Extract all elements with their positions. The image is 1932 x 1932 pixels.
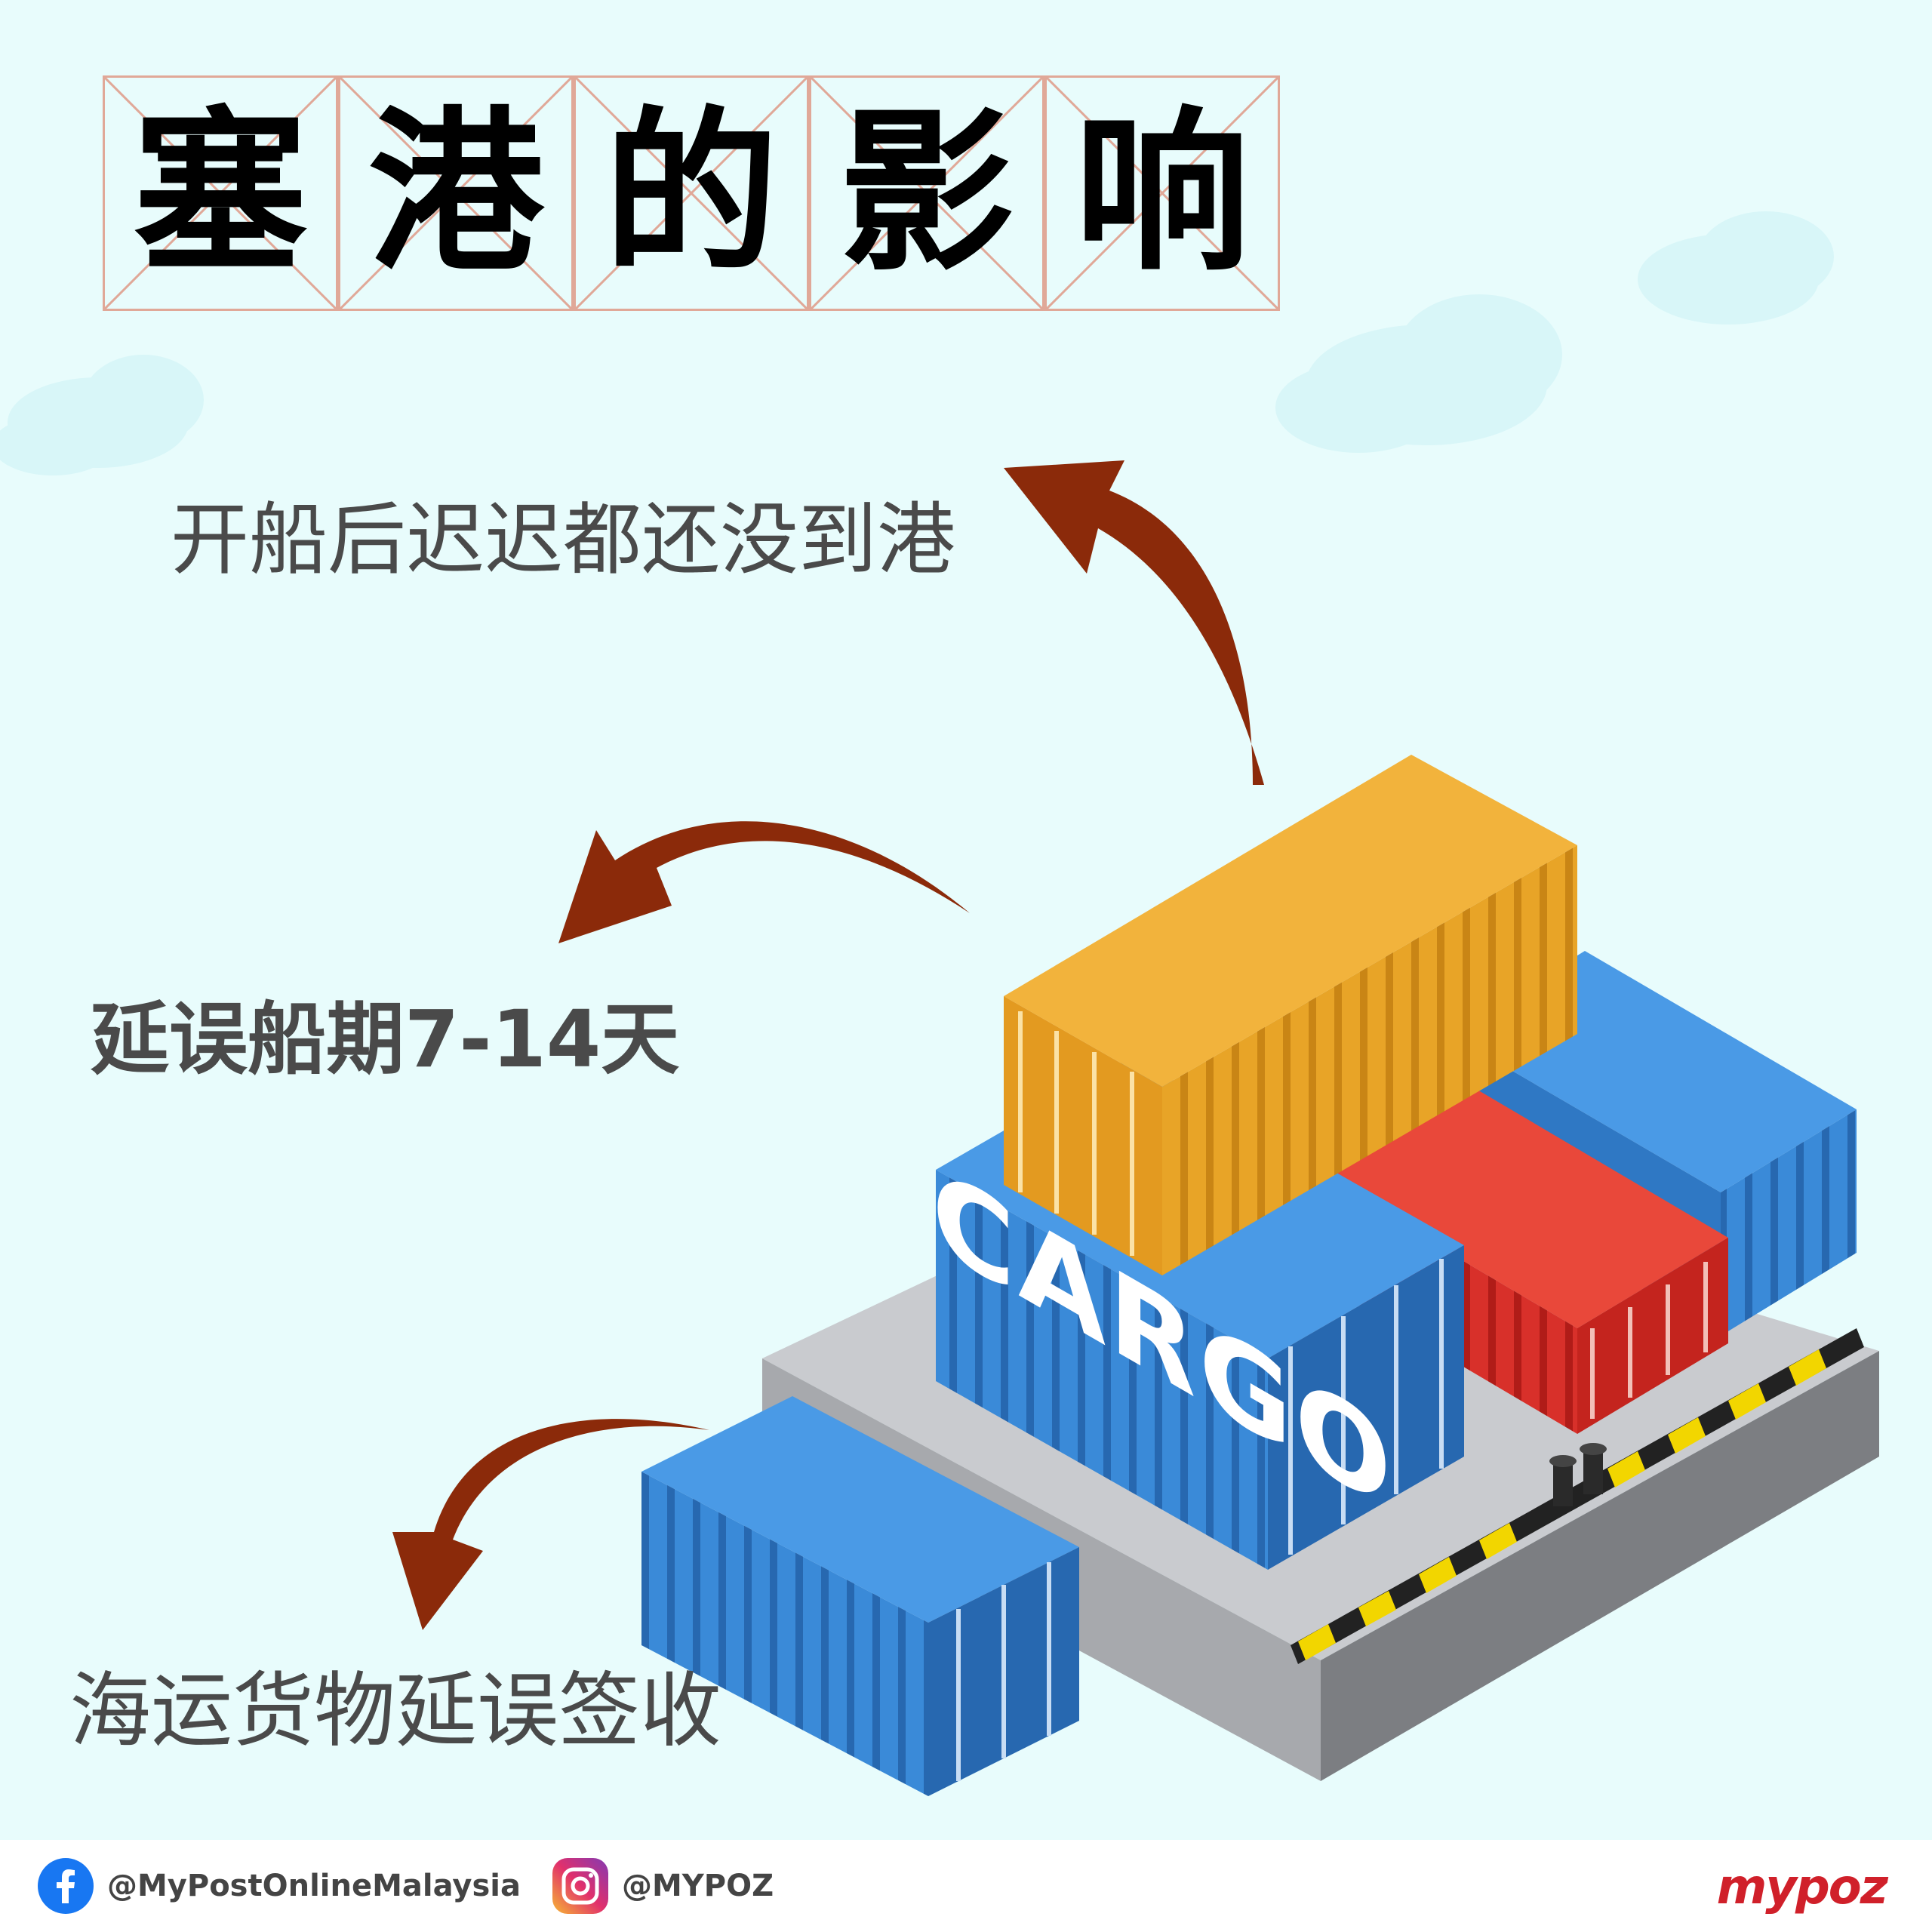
- title-char: 塞: [132, 91, 308, 295]
- instagram-icon: [552, 1858, 608, 1914]
- title-grid: 塞 港 的 影: [103, 75, 1280, 311]
- grid-lines: [809, 75, 1044, 311]
- brand-logo: mypoz: [1716, 1860, 1888, 1915]
- container-yellow: [1004, 755, 1577, 1275]
- grid-lines: [103, 75, 338, 311]
- impact-caption: 海运货物延误签收: [69, 1664, 722, 1758]
- impact-caption: 延误船期7-14天: [91, 993, 680, 1085]
- facebook-link[interactable]: @MyPostOnlineMalaysia: [38, 1840, 521, 1932]
- curved-arrow-icon: [392, 1419, 709, 1630]
- grid-lines: [574, 75, 809, 311]
- facebook-icon: [38, 1858, 94, 1914]
- grid-lines: [1044, 75, 1280, 311]
- cloud-icon: [1275, 294, 1562, 453]
- instagram-handle: @MYPOZ: [622, 1869, 774, 1903]
- grid-lines: [338, 75, 574, 311]
- facebook-handle: @MyPostOnlineMalaysia: [107, 1869, 521, 1903]
- curved-arrow-icon: [1004, 460, 1264, 785]
- title-char: 港: [368, 91, 543, 295]
- title-char: 响: [1074, 91, 1250, 295]
- title-cell: 的: [574, 75, 809, 311]
- title-char: 的: [603, 91, 779, 295]
- footer: @MyPostOnlineMalaysia @MYPOZ mypoz: [0, 1840, 1932, 1932]
- title-cell: 塞: [103, 75, 338, 311]
- title-cell: 港: [338, 75, 574, 311]
- impact-caption: 开船后迟迟都还没到港: [171, 494, 956, 586]
- cloud-icon: [1638, 211, 1834, 325]
- title-cell: 响: [1044, 75, 1280, 311]
- title-cell: 影: [809, 75, 1044, 311]
- instagram-link[interactable]: @MYPOZ: [552, 1840, 774, 1932]
- cloud-icon: [0, 355, 204, 475]
- curved-arrow-icon: [558, 821, 970, 943]
- title-char: 影: [838, 91, 1014, 295]
- container-blue-front: [641, 1396, 1079, 1796]
